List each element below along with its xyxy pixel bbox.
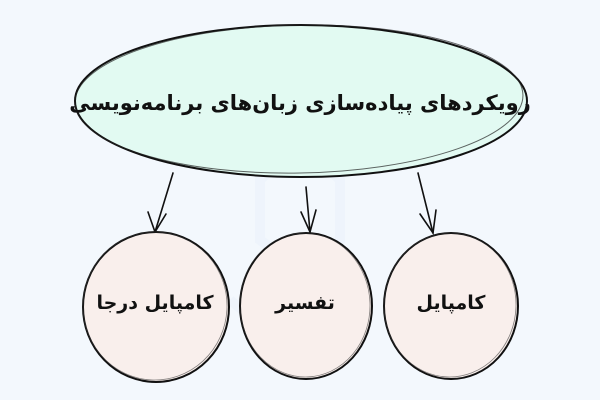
arrow-to-interpret bbox=[300, 186, 317, 235]
root-node-shape bbox=[74, 24, 528, 178]
arrow-to-compile bbox=[417, 172, 437, 236]
node-jit-compile-shape bbox=[82, 231, 230, 383]
node-compile-shape bbox=[383, 232, 519, 380]
arrow-to-jit bbox=[147, 172, 174, 234]
node-jit-compile-label: کامپایل درجا bbox=[96, 292, 214, 314]
node-interpret-label: تفسیر bbox=[275, 292, 335, 314]
node-compile-label: کامپایل bbox=[416, 292, 486, 314]
node-interpret-shape bbox=[239, 232, 373, 380]
root-node-label: رویکردهای پیاده‌سازی زبان‌های برنامه‌نوی… bbox=[69, 91, 531, 115]
